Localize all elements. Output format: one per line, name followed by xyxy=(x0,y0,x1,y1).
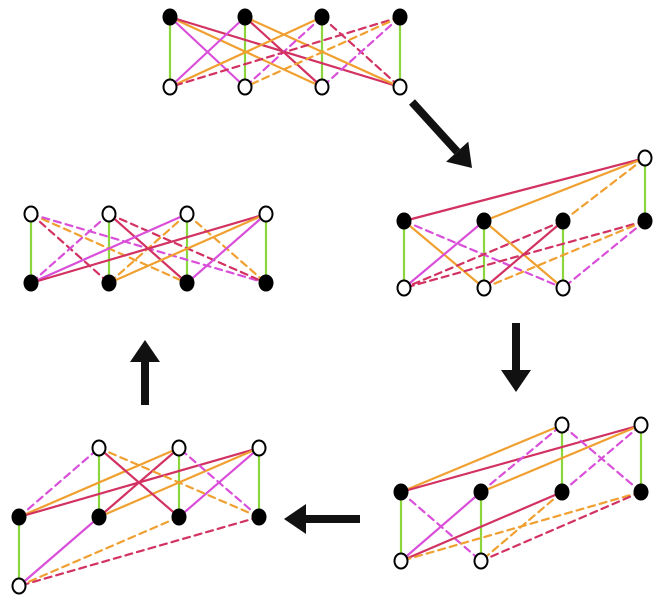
hollow-node xyxy=(11,577,27,595)
solid-edge xyxy=(402,156,647,223)
solid-edge xyxy=(29,212,268,285)
filled-node xyxy=(23,274,39,292)
filled-node xyxy=(251,508,267,526)
filled-node xyxy=(11,508,27,526)
hollow-node xyxy=(171,439,187,457)
nodes xyxy=(393,416,649,570)
arrow-down xyxy=(501,323,531,392)
solid-edge xyxy=(185,212,268,285)
dashed-edge xyxy=(399,490,643,563)
solid-edge xyxy=(168,15,247,89)
arrow-up xyxy=(130,340,160,405)
hollow-node xyxy=(162,78,178,96)
filled-node xyxy=(392,8,408,26)
arrow-down-right xyxy=(409,99,472,168)
hollow-node xyxy=(101,205,117,223)
dashed-edge xyxy=(17,515,261,588)
panel-right-bottom xyxy=(393,416,649,570)
hollow-node xyxy=(258,205,274,223)
filled-node xyxy=(171,508,187,526)
filled-node xyxy=(396,212,412,230)
dashed-edge xyxy=(479,423,564,494)
hollow-node xyxy=(396,279,412,297)
dashed-edge xyxy=(561,156,647,223)
dashed-edge xyxy=(97,446,261,519)
panel-right-top xyxy=(396,149,653,297)
dashed-edge xyxy=(560,423,643,494)
hollow-node xyxy=(237,78,253,96)
solid-edge xyxy=(168,15,324,89)
edges xyxy=(399,423,643,563)
hollow-node xyxy=(555,279,571,297)
solid-edge xyxy=(399,490,564,563)
filled-node xyxy=(554,483,570,501)
filled-node xyxy=(237,8,253,26)
solid-edge xyxy=(17,446,181,519)
dashed-edge xyxy=(402,219,647,290)
filled-node xyxy=(258,274,274,292)
filled-node xyxy=(179,274,195,292)
hollow-node xyxy=(392,78,408,96)
filled-node xyxy=(314,8,330,26)
filled-node xyxy=(162,8,178,26)
filled-node xyxy=(473,483,489,501)
hollow-node xyxy=(23,205,39,223)
hollow-node xyxy=(554,416,570,434)
filled-node xyxy=(555,212,571,230)
dashed-edge xyxy=(29,212,111,285)
dashed-edge xyxy=(168,15,402,89)
solid-edge xyxy=(482,156,647,223)
hollow-node xyxy=(179,205,195,223)
nodes xyxy=(23,205,274,292)
hollow-node xyxy=(476,279,492,297)
nodes xyxy=(11,439,267,595)
hollow-node xyxy=(91,439,107,457)
panel-left-top xyxy=(23,205,274,292)
edges xyxy=(168,15,402,89)
nodes xyxy=(162,8,408,96)
filled-node xyxy=(476,212,492,230)
solid-edge xyxy=(479,423,643,494)
dashed-edge xyxy=(561,219,647,290)
solid-edge xyxy=(17,515,101,588)
edges xyxy=(29,212,268,285)
dashed-edge xyxy=(402,219,565,290)
filled-node xyxy=(91,508,107,526)
solid-edge xyxy=(399,423,564,494)
solid-edge xyxy=(402,219,486,290)
filled-node xyxy=(393,483,409,501)
edges xyxy=(17,446,261,588)
hollow-node xyxy=(633,416,649,434)
dashed-edge xyxy=(17,446,101,519)
dashed-edge xyxy=(482,219,647,290)
dashed-edge xyxy=(320,15,402,89)
hollow-node xyxy=(314,78,330,96)
solid-edge xyxy=(399,490,483,563)
dashed-edge xyxy=(17,515,181,588)
solid-edge xyxy=(97,446,181,519)
solid-edge xyxy=(107,212,268,285)
hollow-node xyxy=(251,439,267,457)
filled-node xyxy=(633,483,649,501)
solid-edge xyxy=(29,212,189,285)
panel-left-bottom xyxy=(11,439,267,595)
edges xyxy=(402,156,647,290)
dashed-edge xyxy=(479,490,643,563)
filled-node xyxy=(101,274,117,292)
filled-node xyxy=(637,212,653,230)
nodes xyxy=(396,149,653,297)
panel-top xyxy=(162,8,408,96)
arrow-left xyxy=(284,504,360,534)
dashed-edge xyxy=(243,15,402,89)
hollow-node xyxy=(473,552,489,570)
hollow-node xyxy=(637,149,653,167)
dashed-edge xyxy=(177,446,261,519)
hollow-node xyxy=(393,552,409,570)
